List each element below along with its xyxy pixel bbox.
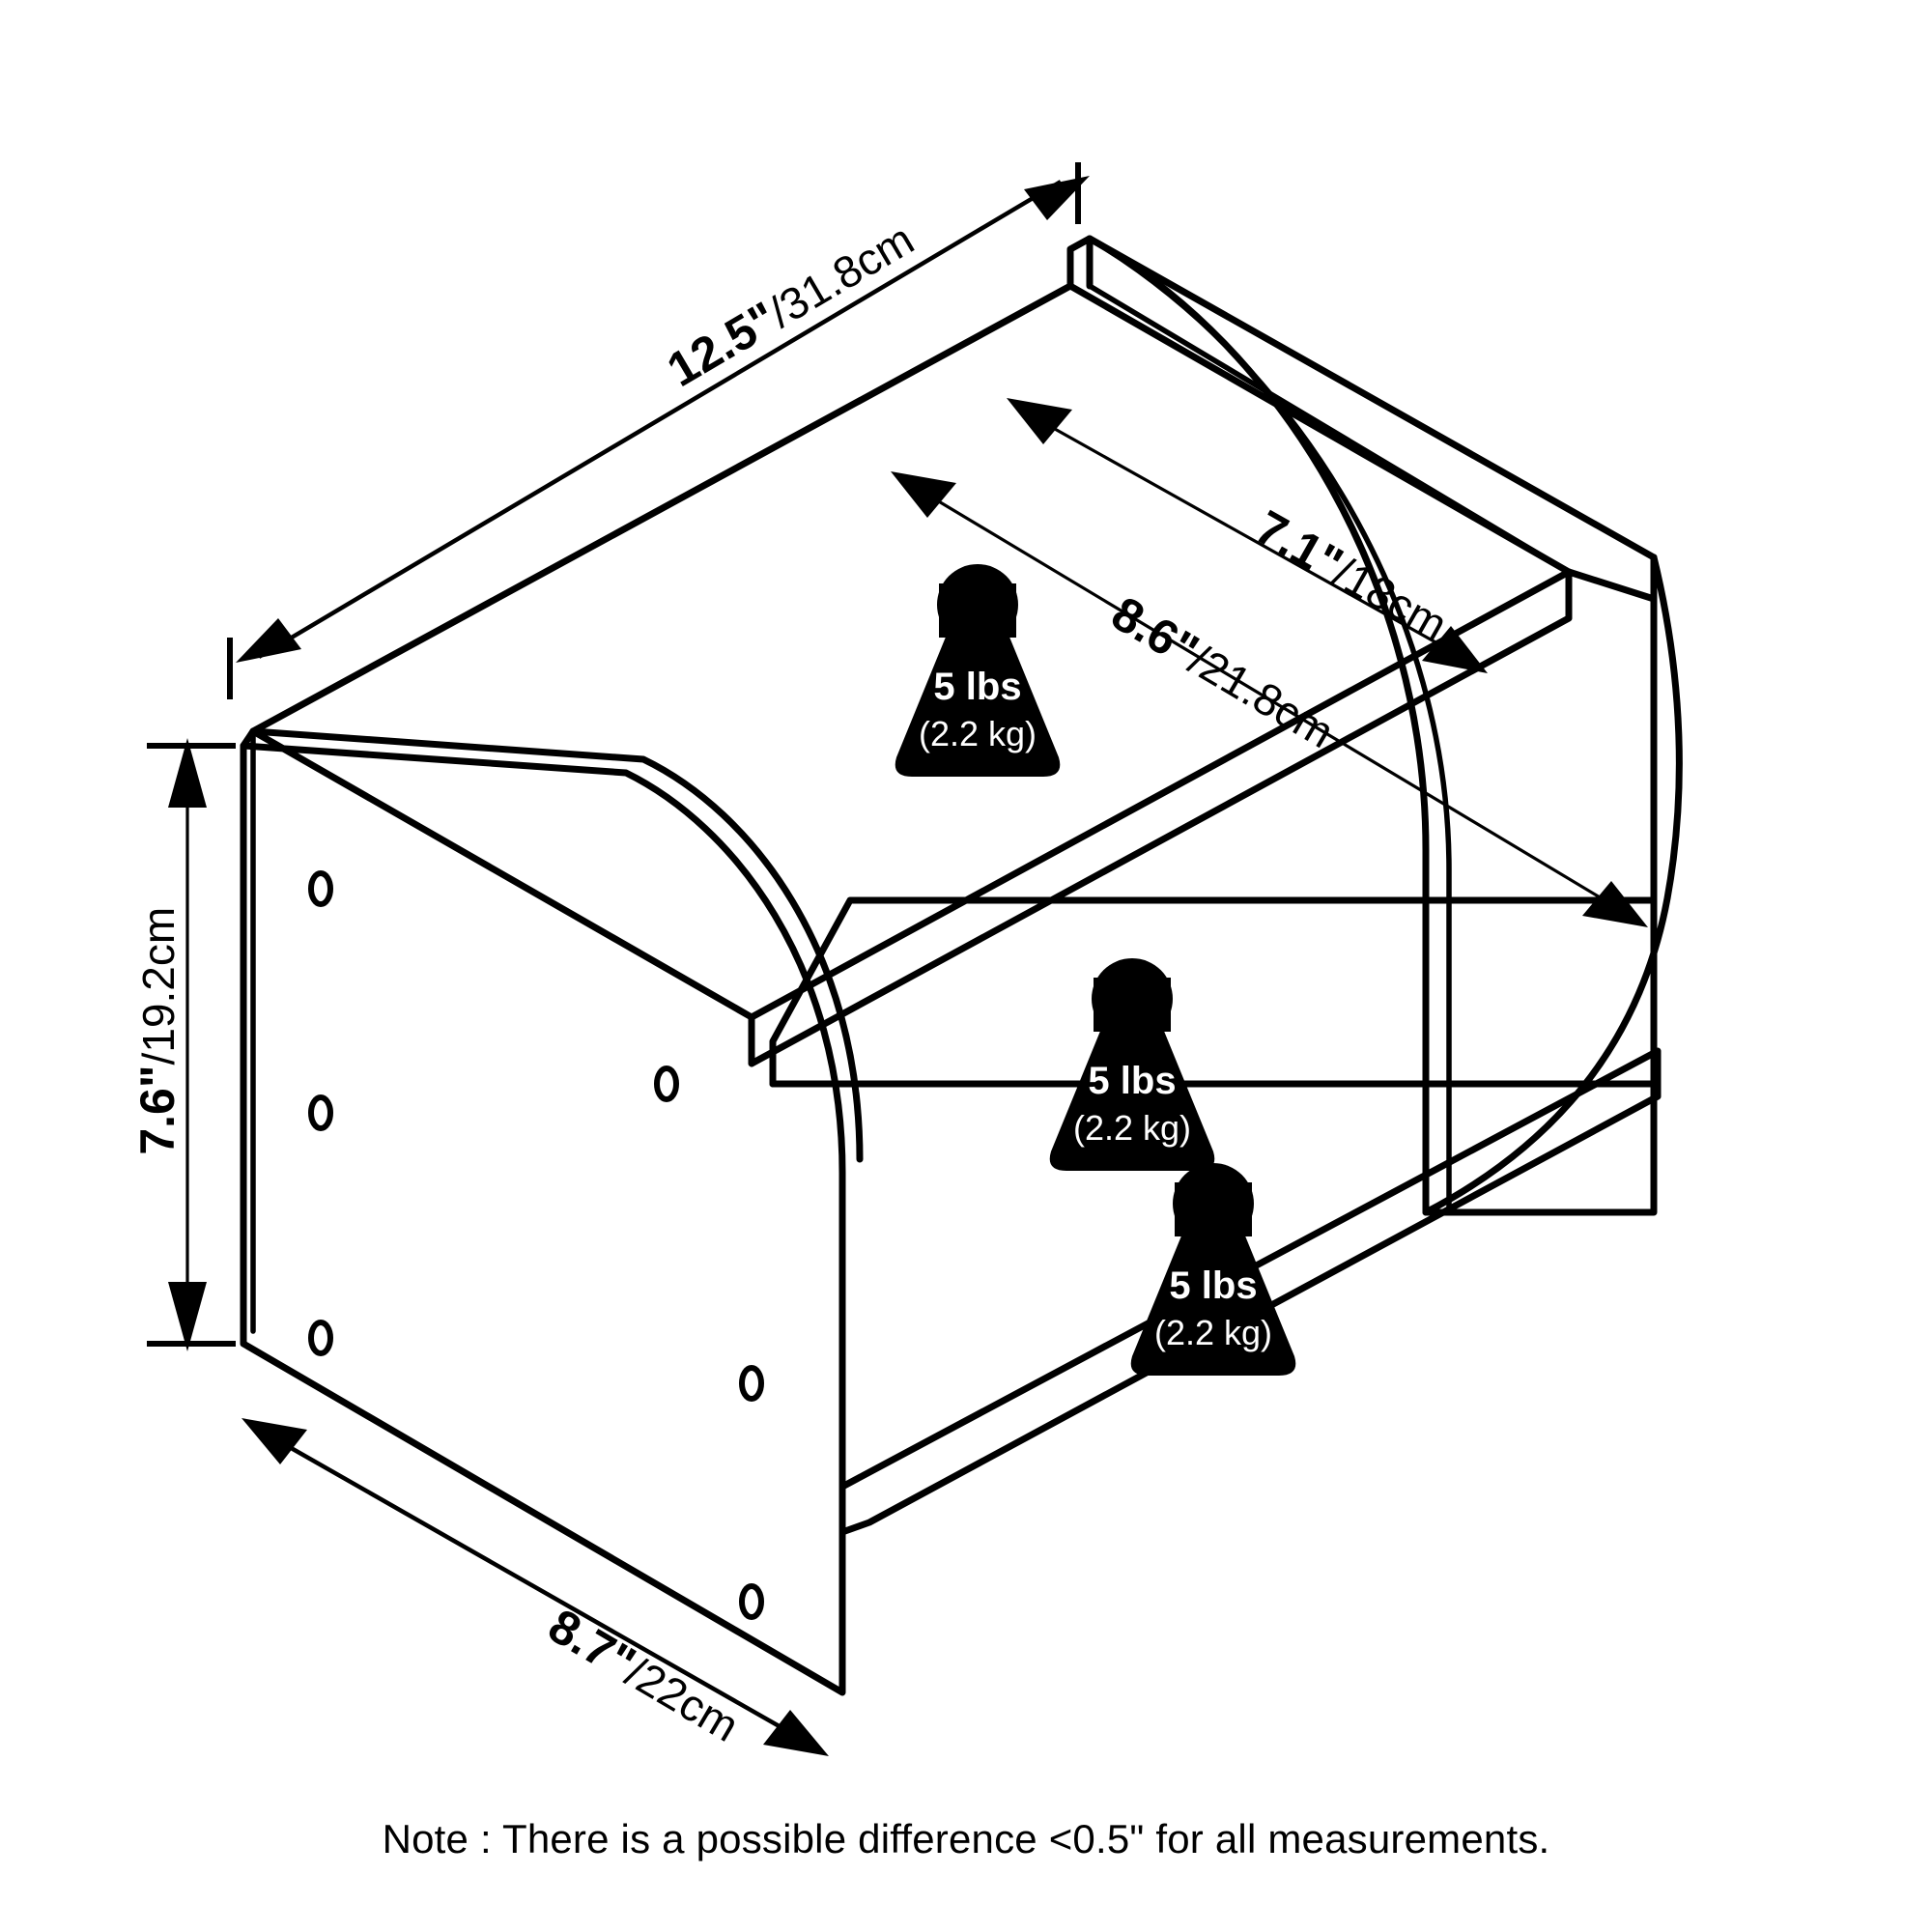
screw-hole — [308, 870, 333, 907]
dimension-metric-width: /31.8cm — [760, 213, 922, 337]
dimension-height: 7.6"/19.2cm — [130, 738, 236, 1351]
weight-badge-bottom-main: 5 lbs — [1169, 1264, 1257, 1307]
screw-hole — [739, 1583, 764, 1620]
screw-hole — [308, 1320, 333, 1356]
weight-badge-bottom-sub: (2.2 kg) — [1154, 1313, 1272, 1352]
screw-hole — [308, 1094, 333, 1131]
arrow-head — [891, 471, 956, 518]
weight-badge-top-main: 5 lbs — [933, 666, 1021, 708]
weight-badge-middle-sub: (2.2 kg) — [1073, 1108, 1191, 1148]
weight-badge-middle-main: 5 lbs — [1088, 1060, 1176, 1102]
middle-shelf — [769, 896, 1658, 1088]
weight-badge-top: 5 lbs (2.2 kg) — [895, 564, 1061, 777]
weight-badge-top-sub: (2.2 kg) — [919, 714, 1037, 753]
arrow-head — [242, 1418, 307, 1464]
arrow-head — [1024, 176, 1090, 220]
screw-hole — [654, 1065, 679, 1102]
arrow-head — [168, 738, 207, 808]
top-shelf — [249, 282, 1573, 1067]
dimension-label-width: 12.5"/31.8cm — [562, 167, 997, 454]
right-curved-side-panel — [1086, 235, 1683, 1216]
dimension-value-height: 7.6" — [130, 1065, 185, 1154]
weight-badge-bottom: 5 lbs (2.2 kg) — [1130, 1163, 1296, 1376]
arrow-head — [1582, 881, 1648, 927]
arrow-head — [763, 1710, 829, 1756]
arrow-head — [1007, 398, 1072, 444]
arrow-head — [168, 1282, 207, 1351]
dimension-label-height: 7.6"/19.2cm — [130, 820, 185, 1265]
weight-badge-middle: 5 lbs (2.2 kg) — [1049, 958, 1215, 1171]
dimension-metric-depth-side: /22cm — [617, 1647, 747, 1751]
arrow-head — [1422, 626, 1488, 673]
screw-hole — [739, 1365, 764, 1402]
measurement-note: Note : There is a possible difference <0… — [382, 1816, 1550, 1861]
product-illustration — [240, 235, 1683, 1696]
left-side-panel — [240, 727, 864, 1696]
dimension-metric-height: /19.2cm — [133, 907, 184, 1065]
dimension-label-depth-side: 8.7"/22cm — [443, 1542, 823, 1796]
arrow-head — [236, 618, 301, 663]
screw-holes — [308, 870, 764, 1620]
